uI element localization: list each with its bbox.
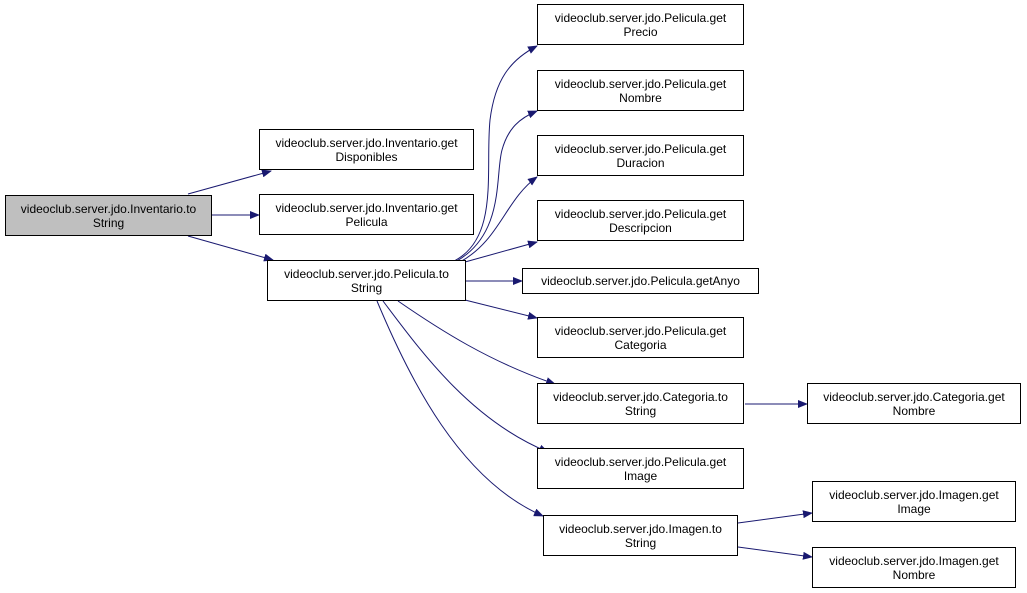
node-label-line1: videoclub.server.jdo.Inventario.to	[20, 201, 197, 216]
node-label-line1: videoclub.server.jdo.Categoria.to	[553, 389, 728, 404]
edge-pelicula-tostring-to-pelicula-getimage	[382, 300, 549, 453]
node-imagen-getnombre[interactable]: videoclub.server.jdo.Imagen.get Nombre	[812, 547, 1016, 588]
node-label-line2: String	[624, 535, 657, 550]
node-label-line1: videoclub.server.jdo.Imagen.get	[829, 487, 999, 502]
edge-inventario-tostring-to-getdisponibles	[187, 169, 272, 195]
node-pelicula-getnombre[interactable]: videoclub.server.jdo.Pelicula.get Nombre	[537, 70, 744, 111]
node-inventario-tostring[interactable]: videoclub.server.jdo.Inventario.to Strin…	[5, 195, 212, 236]
edge-pelicula-tostring-to-getprecio	[451, 45, 538, 263]
node-categoria-getnombre[interactable]: videoclub.server.jdo.Categoria.get Nombr…	[807, 383, 1021, 424]
node-label-line1: videoclub.server.jdo.Pelicula.get	[554, 76, 727, 91]
edge-pelicula-tostring-to-getnombre	[454, 110, 538, 263]
edge-pelicula-tostring-to-categoria-tostring	[397, 300, 556, 385]
node-label-line2: Image	[623, 468, 658, 483]
node-pelicula-getimage[interactable]: videoclub.server.jdo.Pelicula.get Image	[537, 448, 744, 489]
node-imagen-tostring[interactable]: videoclub.server.jdo.Imagen.to String	[543, 515, 738, 556]
node-label-line2: Pelicula	[345, 214, 388, 229]
node-pelicula-getcategoria[interactable]: videoclub.server.jdo.Pelicula.get Catego…	[537, 317, 744, 358]
node-label-line1: videoclub.server.jdo.Imagen.to	[559, 521, 722, 536]
node-label-line2: Nombre	[619, 90, 662, 105]
node-label-line1: videoclub.server.jdo.Pelicula.get	[554, 323, 727, 338]
node-label-line2: String	[624, 403, 657, 418]
node-pelicula-getdescripcion[interactable]: videoclub.server.jdo.Pelicula.get Descri…	[537, 200, 744, 241]
node-label-line1: videoclub.server.jdo.Pelicula.get	[554, 141, 727, 156]
node-label-line2: Duracion	[616, 155, 665, 170]
edge-imagen-tostring-to-imagen-getimage	[737, 510, 813, 524]
node-label-line1: videoclub.server.jdo.Inventario.get	[275, 200, 458, 215]
node-pelicula-getprecio[interactable]: videoclub.server.jdo.Pelicula.get Precio	[537, 4, 744, 45]
node-pelicula-getduracion[interactable]: videoclub.server.jdo.Pelicula.get Duraci…	[537, 135, 744, 176]
node-label-line1: videoclub.server.jdo.Pelicula.get	[554, 454, 727, 469]
node-label-line2: Nombre	[892, 567, 936, 582]
node-imagen-getimage[interactable]: videoclub.server.jdo.Imagen.get Image	[812, 481, 1016, 522]
node-label-line2: Categoria	[614, 337, 667, 352]
node-label-line1: videoclub.server.jdo.Categoria.get	[823, 389, 1005, 404]
edge-pelicula-tostring-to-getcategoria	[464, 299, 538, 320]
node-label-line1: videoclub.server.jdo.Pelicula.get	[554, 206, 727, 221]
node-inventario-getdisponibles[interactable]: videoclub.server.jdo.Inventario.get Disp…	[259, 129, 474, 170]
node-label-line2: String	[350, 280, 383, 295]
node-label-line1: videoclub.server.jdo.Pelicula.get	[554, 10, 727, 25]
edge-pelicula-tostring-to-getduracion	[459, 176, 538, 263]
node-label-line2: Image	[897, 501, 931, 516]
node-label-line2: Precio	[623, 24, 658, 39]
node-label-line1: videoclub.server.jdo.Imagen.get	[829, 553, 999, 568]
node-label-line2: Disponibles	[335, 149, 398, 164]
node-label-line1: videoclub.server.jdo.Inventario.get	[275, 135, 458, 150]
node-label-line2: Nombre	[892, 403, 936, 418]
edge-pelicula-tostring-to-imagen-tostring	[376, 300, 544, 517]
edge-inventario-tostring-to-pelicula-tostring	[187, 235, 274, 262]
edge-imagen-tostring-to-imagen-getnombre	[737, 546, 813, 560]
node-label-line1: videoclub.server.jdo.Pelicula.getAnyo	[541, 274, 740, 288]
node-label-line1: videoclub.server.jdo.Pelicula.to	[284, 266, 449, 281]
node-label-line2: Descripcion	[609, 220, 672, 235]
node-label-line2: String	[92, 215, 125, 230]
node-pelicula-getanyo[interactable]: videoclub.server.jdo.Pelicula.getAnyo	[522, 268, 759, 294]
node-categoria-tostring[interactable]: videoclub.server.jdo.Categoria.to String	[537, 383, 744, 424]
node-pelicula-tostring[interactable]: videoclub.server.jdo.Pelicula.to String	[267, 260, 466, 301]
edge-pelicula-tostring-to-getdescripcion	[464, 240, 538, 263]
node-inventario-getpelicula[interactable]: videoclub.server.jdo.Inventario.get Peli…	[259, 194, 474, 235]
